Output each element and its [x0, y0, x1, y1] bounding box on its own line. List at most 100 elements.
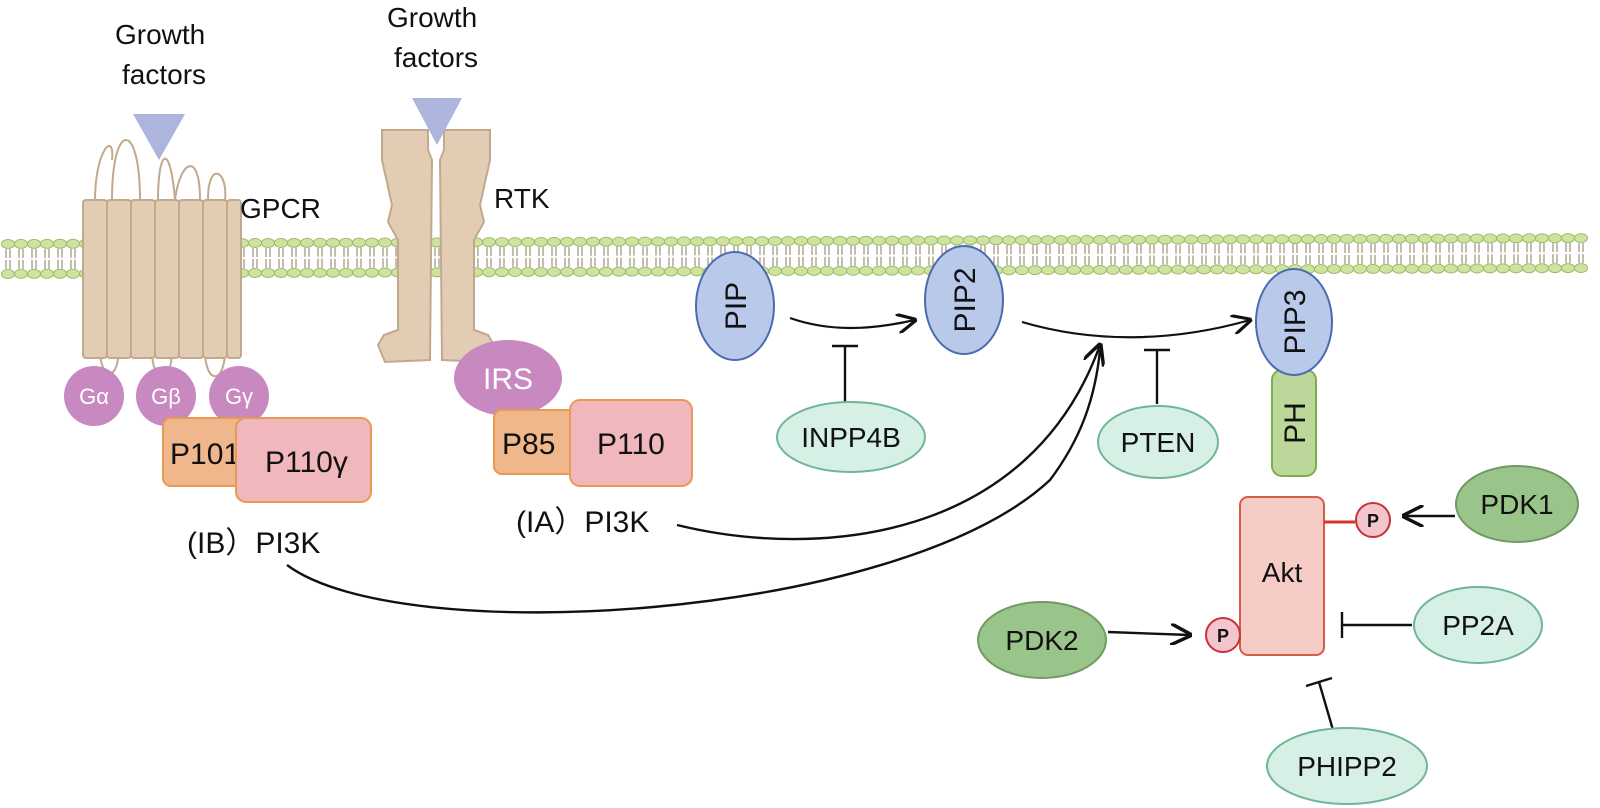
membrane-lipid-head [885, 235, 899, 246]
membrane-lipid-head [1522, 263, 1536, 274]
phipp2-label: PHIPP2 [1297, 751, 1397, 782]
pp2a-inhibition-line [1340, 612, 1412, 638]
membrane-lipid-head [1067, 234, 1081, 245]
membrane-lipid-head [495, 267, 509, 278]
membrane-lipid-head [1535, 233, 1549, 244]
membrane-lipid-head [807, 265, 821, 276]
membrane-lipid-head [638, 236, 652, 247]
membrane-lipid-head [586, 236, 600, 247]
phospho-top-label: P [1367, 511, 1379, 531]
g-alpha-subunit: Gα [64, 366, 124, 426]
membrane-lipid-head [274, 237, 288, 248]
membrane-lipid-head [911, 235, 925, 246]
ia-pi3k-activation-arrow [676, 345, 1100, 541]
membrane-lipid-head [1470, 263, 1484, 274]
membrane-lipid-head [768, 236, 782, 247]
growth-factor-ligand-left [133, 114, 185, 160]
membrane-lipid-head [1548, 263, 1562, 274]
membrane-lipid-head [53, 238, 67, 249]
membrane-lipid-head [1418, 263, 1432, 274]
membrane-lipid-head [1028, 265, 1042, 276]
membrane-lipid-head [482, 237, 496, 248]
membrane-lipid-head [612, 266, 626, 277]
membrane-lipid-head [1574, 233, 1588, 244]
membrane-lipid-head [300, 237, 314, 248]
membrane-lipid-head [14, 238, 28, 249]
membrane-lipid-head [534, 266, 548, 277]
membrane-lipid-head [339, 267, 353, 278]
membrane-lipid-head [729, 236, 743, 247]
membrane-lipid-head [755, 236, 769, 247]
membrane-lipid-head [690, 236, 704, 247]
ph-domain: PH [1271, 369, 1317, 477]
membrane-lipid-head [287, 267, 301, 278]
membrane-lipid-head [1171, 264, 1185, 275]
membrane-lipid-head [846, 265, 860, 276]
membrane-lipid-head [1210, 264, 1224, 275]
membrane-lipid-head [1, 238, 15, 249]
irs-adaptor: IRS [454, 340, 562, 416]
g-beta-subunit: Gβ [136, 366, 196, 426]
membrane-lipid-head [1067, 264, 1081, 275]
membrane-lipid-head [1197, 234, 1211, 245]
membrane-lipid-head [1405, 263, 1419, 274]
membrane-lipid-head [1093, 234, 1107, 245]
phipp2-phosphatase: PHIPP2 [1266, 727, 1428, 805]
p110-subunit: P110 [569, 399, 693, 487]
membrane-lipid-head [898, 235, 912, 246]
pdk1-kinase: PDK1 [1455, 465, 1579, 543]
membrane-lipid-head [326, 237, 340, 248]
pp2a-phosphatase: PP2A [1413, 586, 1543, 664]
inpp4b-label: INPP4B [801, 422, 901, 453]
membrane-lipid-head [547, 266, 561, 277]
membrane-lipid-head [1249, 264, 1263, 275]
g-gamma-subunit: Gγ [209, 366, 269, 426]
ib-pi3k-activation-arrow [286, 349, 1102, 614]
membrane-lipid-head [326, 267, 340, 278]
membrane-lipid-head [1054, 235, 1068, 246]
membrane-lipid-head [1015, 265, 1029, 276]
membrane-lipid-head [1431, 263, 1445, 274]
membrane-lipid-head [1288, 234, 1302, 245]
membrane-lipid-head [1379, 233, 1393, 244]
membrane-lipid-head [1548, 233, 1562, 244]
ph-label: PH [1279, 402, 1312, 444]
membrane-lipid-head [677, 236, 691, 247]
membrane-lipid-head [989, 235, 1003, 246]
membrane-lipid-head [1522, 233, 1536, 244]
membrane-lipid-head [365, 267, 379, 278]
membrane-lipid-head [1561, 263, 1575, 274]
pdk1-label: PDK1 [1480, 489, 1553, 520]
membrane-lipid-head [1093, 264, 1107, 275]
pip2-to-pip3-arrow [1021, 320, 1250, 339]
membrane-lipid-head [1366, 233, 1380, 244]
membrane-lipid-head [248, 238, 262, 249]
membrane-lipid-head [365, 237, 379, 248]
membrane-lipid-head [872, 235, 886, 246]
membrane-lipid-head [1041, 265, 1055, 276]
p101-subunit: P101 [162, 417, 256, 487]
membrane-lipid-head [1223, 264, 1237, 275]
pip3-label: PIP3 [1279, 289, 1312, 354]
membrane-lipid-head [1327, 233, 1341, 244]
membrane-lipid-head [482, 267, 496, 278]
membrane-lipid-head [1444, 263, 1458, 274]
membrane-lipid-head [1171, 234, 1185, 245]
membrane-lipid-head [352, 237, 366, 248]
membrane-lipid-head [1249, 234, 1263, 245]
membrane-lipid-head [1119, 234, 1133, 245]
membrane-lipid-head [664, 266, 678, 277]
membrane-lipid-head [560, 236, 574, 247]
membrane-lipid-head [1119, 264, 1133, 275]
pdk2-label: PDK2 [1005, 625, 1078, 656]
membrane-lipid-head [872, 265, 886, 276]
membrane-lipid-head [495, 237, 509, 248]
membrane-lipid-head [1392, 263, 1406, 274]
membrane-lipid-head [859, 235, 873, 246]
membrane-lipid-head [1340, 233, 1354, 244]
p101-label: P101 [170, 438, 240, 471]
membrane-lipid-head [1080, 264, 1094, 275]
pip-molecule: PIP [695, 251, 775, 361]
